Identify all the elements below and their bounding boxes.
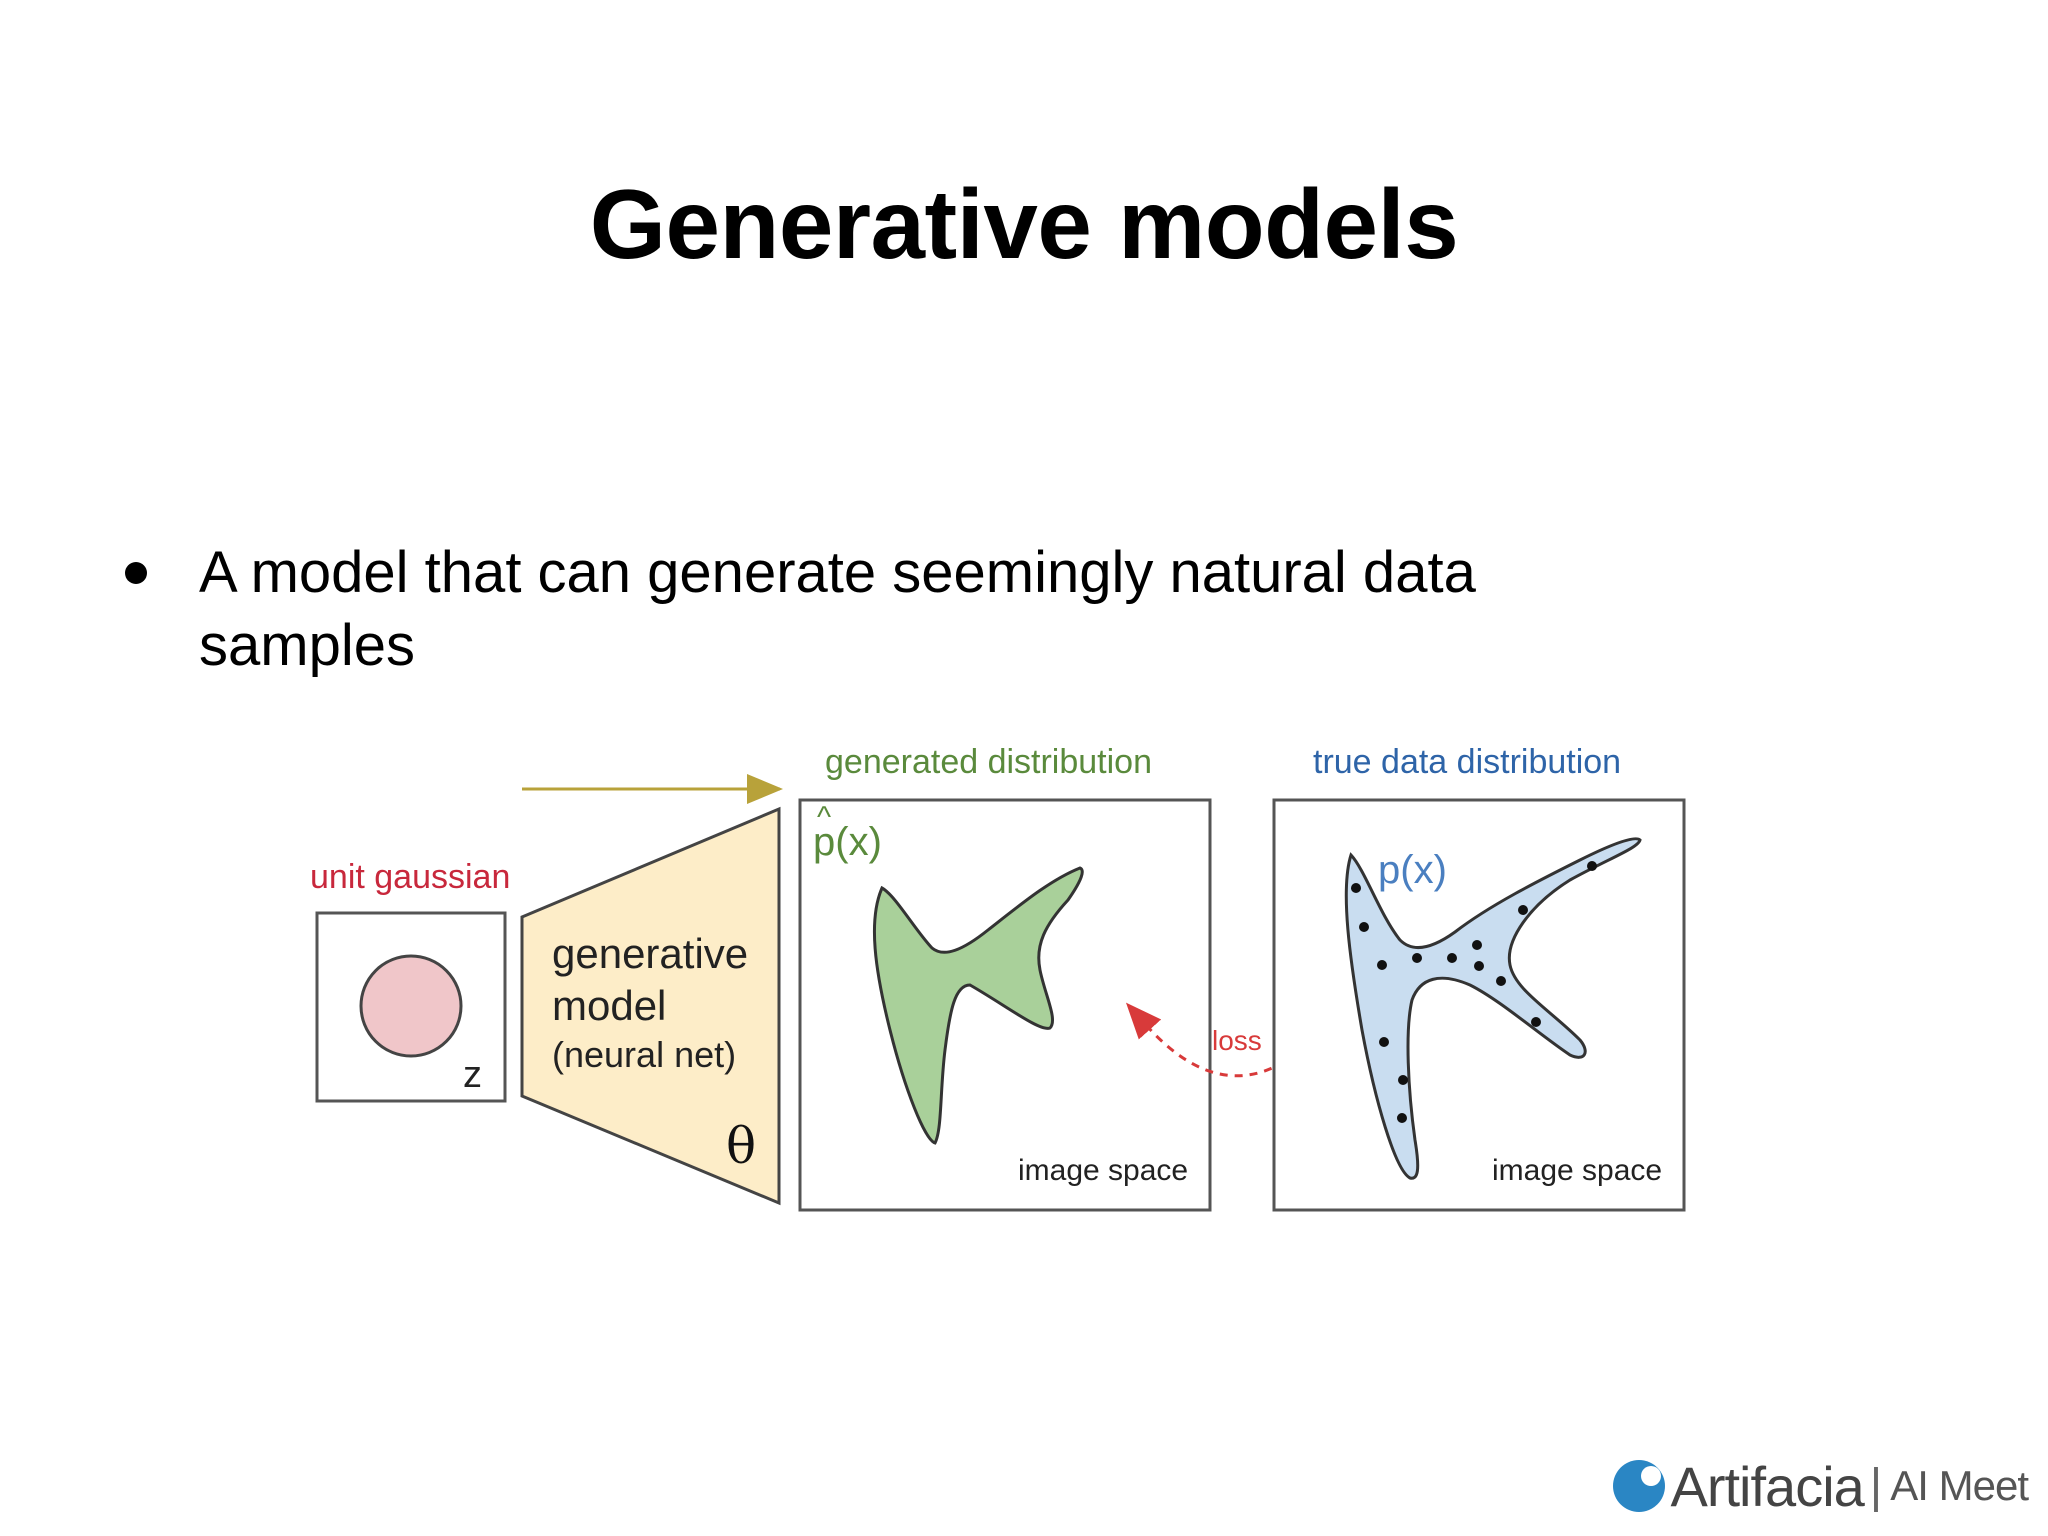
z-label: z [463,1054,482,1096]
generated-distribution-title: generated distribution [825,743,1152,781]
slide-title: Generative models [589,169,1459,279]
generated-p-label: p(x) [813,820,882,864]
sample-point [1398,1075,1408,1085]
generative-model-trapezoid [520,806,781,1206]
sample-point [1587,861,1597,871]
artifacia-logo: Artifacia | AI Meet [1612,1454,2029,1518]
sample-point [1351,883,1361,893]
logo-subtitle: AI Meet [1890,1462,2029,1509]
gaussian-circle [359,954,463,1058]
sample-point [1447,953,1457,963]
bullet-text: A model that can generate seemingly natu… [199,540,1476,678]
sample-point [1377,960,1387,970]
true-distribution-title: true data distribution [1313,743,1621,781]
artifacia-logo-icon [1612,1460,1665,1512]
model-label-line1: generative [552,930,748,977]
loss-label: loss [1212,1025,1262,1056]
bullet-dot-icon [125,562,147,584]
logo-brand-text: Artifacia [1670,1454,1865,1518]
generated-image-space-label: image space [1018,1154,1188,1187]
sample-point [1397,1113,1407,1123]
true-p-label: p(x) [1378,848,1447,892]
theta-label: θ [726,1117,756,1175]
true-distribution-shape [1344,837,1642,1180]
sample-point [1531,1017,1541,1027]
generated-p-hat: ^ [817,801,831,834]
sample-point [1379,1037,1389,1047]
sample-point [1474,961,1484,971]
true-data-samples [1351,861,1597,1123]
true-image-space-box [1272,798,1686,1212]
true-image-space-label: image space [1492,1154,1662,1187]
model-label-line3: (neural net) [552,1034,736,1075]
sample-point [1412,953,1422,963]
logo-separator: | [1869,1459,1883,1513]
sample-point [1472,940,1482,950]
unit-gaussian-label: unit gaussian [310,858,510,896]
sample-point [1496,976,1506,986]
sample-point [1518,905,1528,915]
model-label-line2: model [552,982,666,1029]
generated-distribution-shape [872,866,1084,1145]
sample-point [1359,922,1369,932]
loss-arrow [1125,1002,1337,1078]
